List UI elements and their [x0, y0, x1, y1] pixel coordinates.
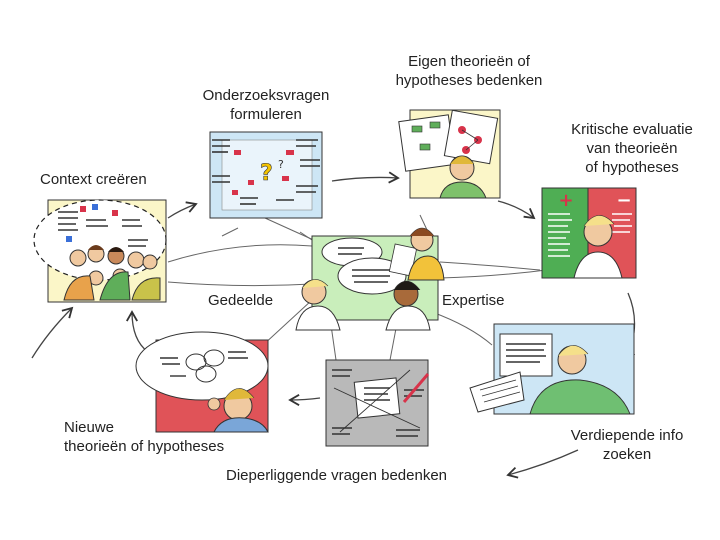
label-new-theories-line-1: Nieuwe	[64, 419, 115, 436]
arrow-context-to-questions	[167, 201, 198, 219]
evaluation-panel: + −	[541, 187, 637, 279]
minus-sign: −	[616, 190, 631, 211]
label-questions-line-1: Onderzoeksvragen	[202, 87, 330, 104]
label-new-theories: Nieuwe theorieën of hypotheses	[64, 418, 224, 456]
label-expertise-text: Expertise	[442, 292, 505, 309]
context-panel	[33, 199, 167, 303]
svg-text:?: ?	[260, 161, 273, 186]
label-evaluation: Kritische evaluatie van theorieën of hyp…	[552, 120, 712, 177]
label-own-theories-line-2: hypotheses bedenken	[395, 72, 543, 89]
label-deep-info: Verdiepende info zoeken	[552, 426, 702, 464]
label-shared: Gedeelde	[208, 291, 273, 310]
label-deeper-questions: Dieperliggende vragen bedenken	[226, 466, 447, 485]
label-deeper-questions-text: Dieperliggende vragen bedenken	[226, 467, 448, 484]
own-theories-panel	[398, 109, 501, 199]
label-expertise: Expertise	[442, 291, 505, 310]
arrow-outer-to-context	[31, 306, 74, 359]
label-own-theories-line-1: Eigen theorieën of	[408, 53, 530, 70]
arrow-questions-to-theories	[331, 171, 400, 184]
label-context-line-1: Context creëren	[40, 171, 147, 188]
svg-text:?: ?	[278, 158, 284, 171]
label-evaluation-line-1: Kritische evaluatie	[571, 121, 693, 138]
arrow-theories-to-evaluation	[497, 200, 536, 220]
label-shared-text: Gedeelde	[208, 292, 274, 309]
label-deep-info-line-2: zoeken	[602, 446, 652, 463]
label-evaluation-line-2: van theorieën	[586, 140, 678, 157]
label-questions-line-2: formuleren	[230, 106, 302, 123]
plus-sign: +	[558, 190, 573, 211]
deep-info-panel	[469, 323, 635, 415]
new-theories-panel	[135, 331, 269, 433]
center-panel	[295, 227, 445, 331]
label-evaluation-line-3: of hypotheses	[585, 159, 679, 176]
label-deep-info-line-1: Verdiepende info	[570, 427, 684, 444]
label-own-theories: Eigen theorieën of hypotheses bedenken	[376, 52, 562, 90]
arrow-new-to-context	[126, 310, 149, 353]
label-questions: Onderzoeksvragen formuleren	[188, 86, 344, 124]
arrow-deeper-to-new	[288, 394, 321, 406]
label-context: Context creëren	[40, 170, 147, 189]
label-new-theories-line-2: theorieën of hypotheses	[64, 438, 225, 455]
deeper-questions-panel	[325, 359, 430, 447]
arrow-info-to-deeper	[506, 449, 579, 479]
questions-panel: ? ?	[209, 131, 323, 219]
